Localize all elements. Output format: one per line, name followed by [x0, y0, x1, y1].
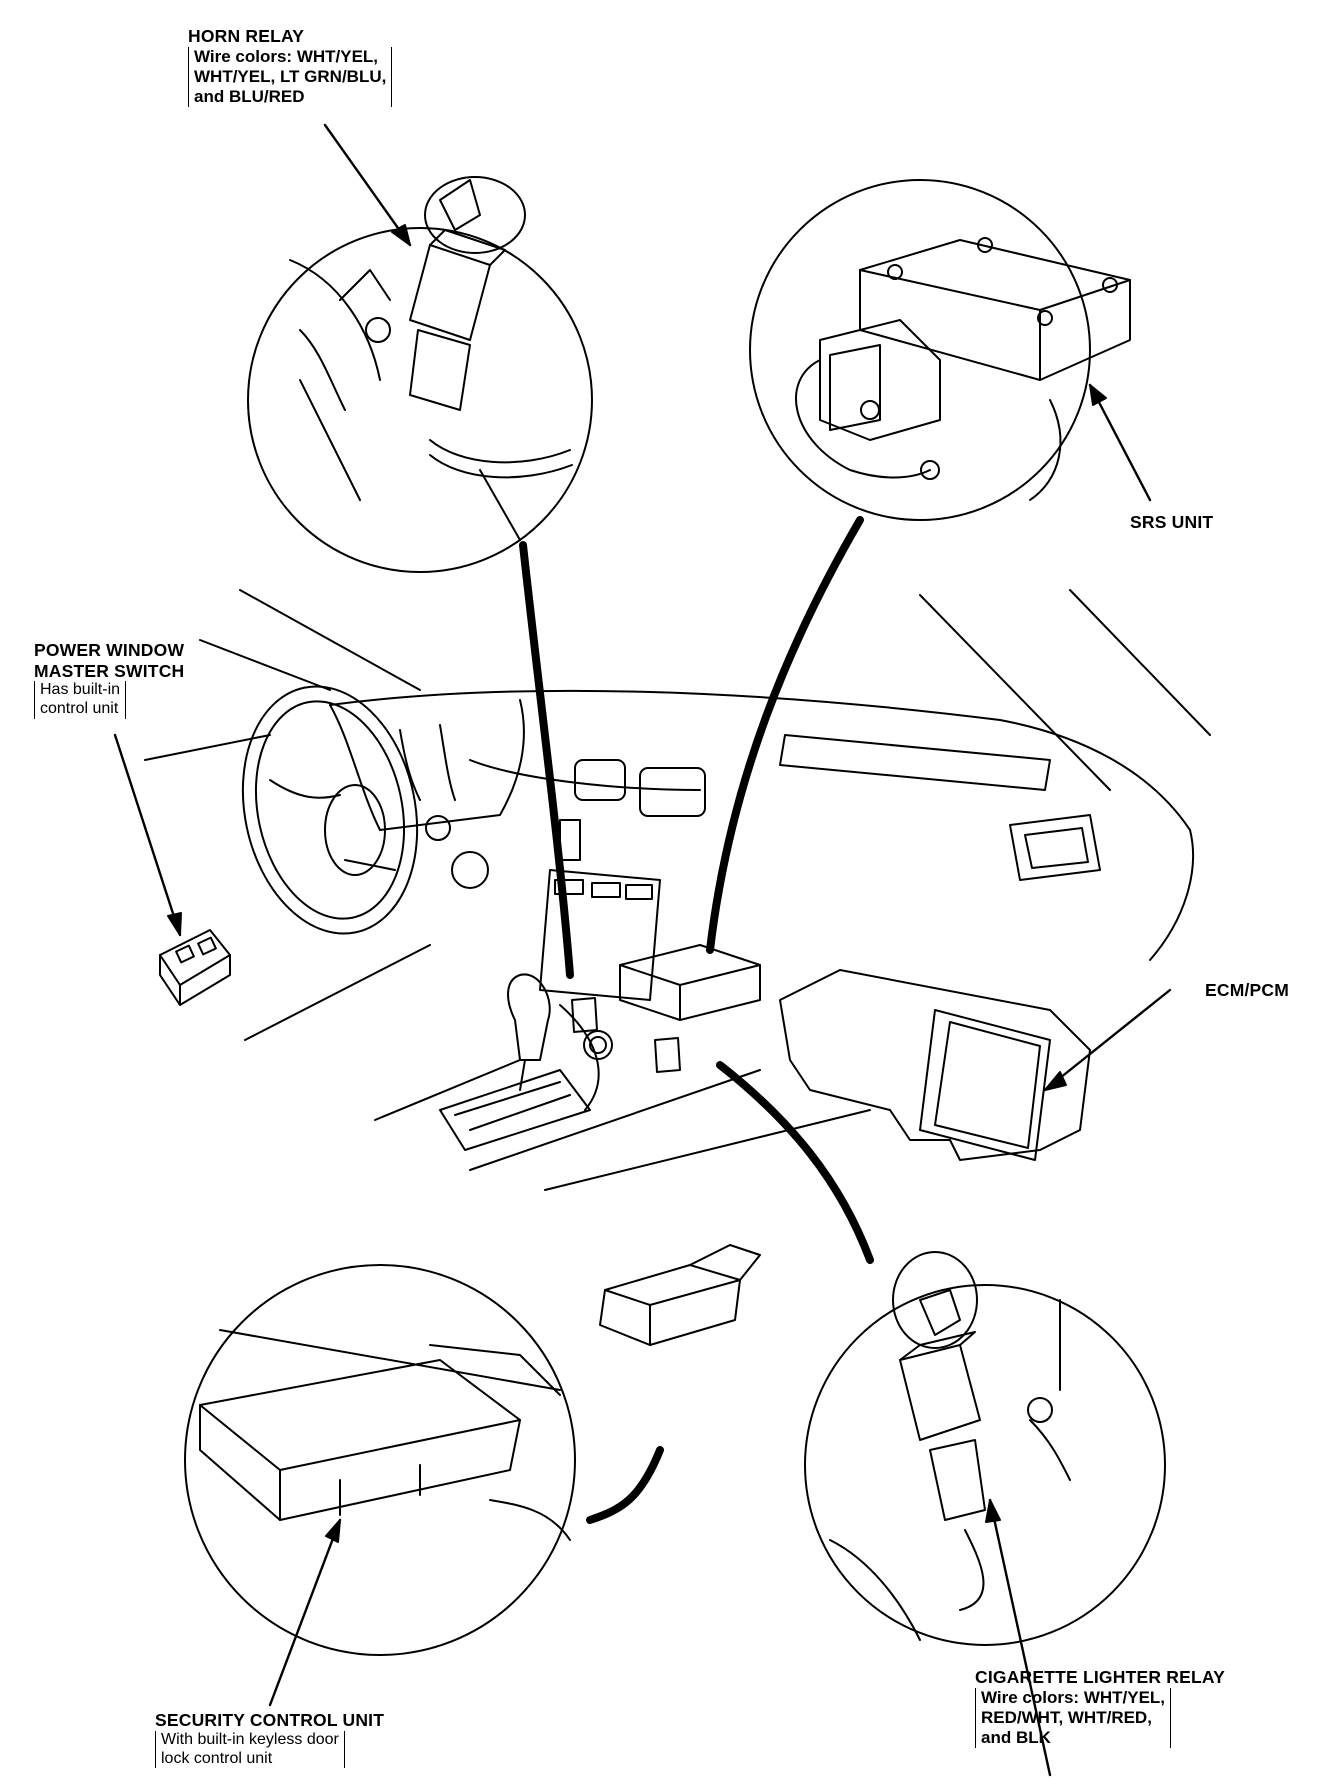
power-window-line-2: control unit — [40, 700, 119, 718]
ecm-pcm-label: ECM/PCM — [1205, 980, 1290, 1000]
horn-relay-label: HORN RELAY Wire colors: WHT/YEL, WHT/YEL… — [188, 26, 393, 108]
power-window-label: POWER WINDOW MASTER SWITCH Has built-in … — [34, 640, 185, 720]
power-window-note: Has built-in control unit — [34, 681, 127, 720]
power-window-line-1: Has built-in — [40, 681, 121, 699]
power-window-title-2: MASTER SWITCH — [34, 660, 185, 681]
security-unit-circle — [184, 1244, 761, 1707]
cigarette-relay-line-3: and BLK — [981, 1727, 1051, 1747]
security-control-line-1: With built-in keyless door — [161, 1730, 339, 1748]
security-control-title: SECURITY CONTROL UNIT — [155, 1710, 385, 1730]
cigarette-relay-line-1: Wire colors: WHT/YEL, — [981, 1687, 1166, 1707]
cigarette-relay-label: CIGARETTE LIGHTER RELAY Wire colors: WHT… — [975, 1667, 1225, 1749]
srs-unit-label: SRS UNIT — [1130, 512, 1214, 532]
cigarette-relay-wire-colors: Wire colors: WHT/YEL, RED/WHT, WHT/RED, … — [975, 1687, 1172, 1748]
cigarette-relay-line-2: RED/WHT, WHT/RED, — [981, 1707, 1152, 1727]
security-control-label: SECURITY CONTROL UNIT With built-in keyl… — [155, 1710, 385, 1769]
horn-relay-circle — [247, 123, 593, 573]
cigarette-relay-title: CIGARETTE LIGHTER RELAY — [975, 1667, 1225, 1687]
dashboard-drawing — [144, 589, 1211, 1191]
callout-leaders — [519, 516, 874, 1524]
power-window-switch — [113, 733, 231, 1006]
horn-relay-title: HORN RELAY — [188, 26, 305, 46]
horn-relay-line-2: WHT/YEL, LT GRN/BLU, — [194, 66, 387, 86]
horn-relay-line-3: and BLU/RED — [194, 86, 305, 106]
horn-relay-wire-colors: Wire colors: WHT/YEL, WHT/YEL, LT GRN/BL… — [188, 46, 393, 107]
security-control-line-2: lock control unit — [161, 1749, 273, 1767]
security-control-note: With built-in keyless door lock control … — [155, 1730, 345, 1769]
cigarette-relay-circle — [804, 1251, 1166, 1777]
horn-relay-line-1: Wire colors: WHT/YEL, — [194, 46, 379, 66]
power-window-title-1: POWER WINDOW — [34, 640, 185, 660]
srs-unit-circle — [749, 179, 1152, 521]
